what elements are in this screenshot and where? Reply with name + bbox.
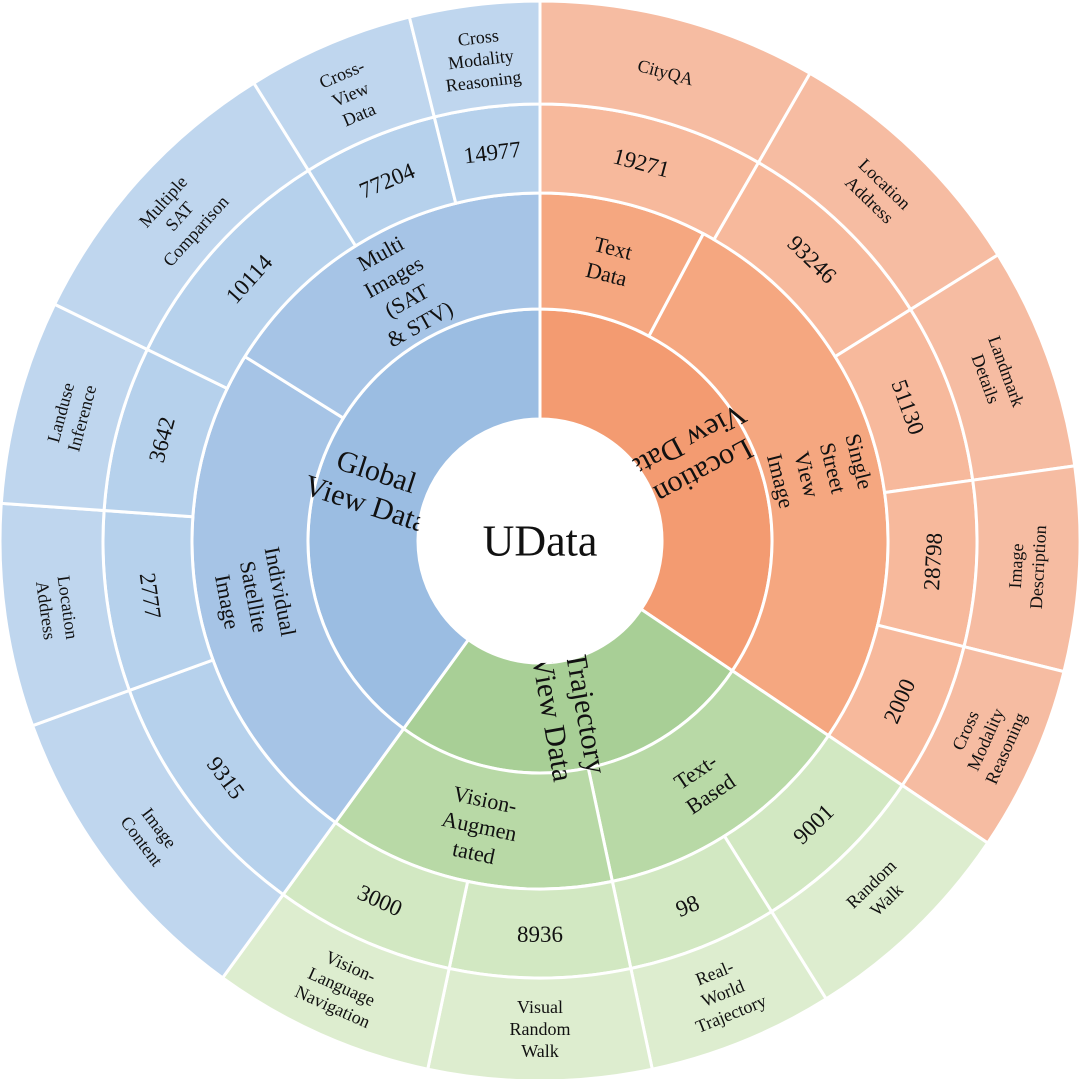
leaf-label-1-1-0-line: Random bbox=[510, 1019, 571, 1039]
value-label-0-1-2: 28798 bbox=[919, 532, 947, 591]
center-hole bbox=[418, 419, 662, 663]
leaf-label-2-1-2-line: Cross bbox=[457, 25, 500, 50]
subgroup-label-0-1: SingleStreetViewImage bbox=[762, 431, 878, 511]
value-label-0-1-2-line: 28798 bbox=[919, 532, 947, 591]
leaf-label-0-1-2: ImageDescription bbox=[1004, 523, 1050, 609]
segment-leaf-2-1-2 bbox=[407, 0, 542, 119]
leaf-label-1-1-0-line: Visual bbox=[517, 997, 563, 1017]
value-label-1-1-0-line: 8936 bbox=[517, 922, 563, 947]
center-label: UData bbox=[483, 517, 598, 566]
value-label-1-1-0: 8936 bbox=[517, 922, 563, 947]
leaf-label-1-1-0-line: Walk bbox=[521, 1041, 559, 1061]
leaf-label-0-1-2-line: Description bbox=[1026, 525, 1050, 610]
leaf-label-0-1-2-line: Image bbox=[1005, 543, 1027, 589]
